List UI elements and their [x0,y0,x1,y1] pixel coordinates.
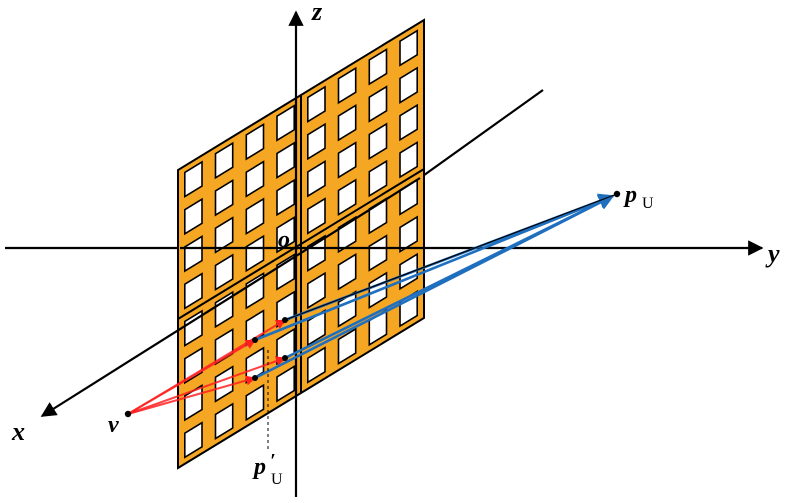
element-point [252,375,258,381]
svg-text:U: U [642,195,654,212]
antenna-element [245,383,265,422]
antenna-element [276,178,296,217]
reflected-ray [284,194,615,360]
antenna-element [399,29,419,67]
svg-text:U: U [271,471,283,488]
svg-text:p: p [623,182,637,208]
x-axis [40,177,421,417]
antenna-element [276,215,296,254]
antenna-element [245,271,265,310]
antenna-element [214,253,234,292]
antenna-element [214,402,234,441]
element-point [252,337,258,343]
point-pU-projection-label: p ′ U [252,450,283,488]
antenna-element [306,85,326,124]
point-v-label: v [108,412,119,438]
antenna-element [276,104,296,142]
antenna-element [337,66,357,105]
antenna-element [245,160,265,198]
y-axis-label: y [765,239,780,268]
antenna-element [214,365,234,403]
antenna-element [184,421,203,459]
antenna-element [184,197,203,236]
point-pU-marker [613,190,621,198]
antenna-element [368,122,388,161]
antenna-element [306,308,326,347]
antenna-element [184,234,203,273]
antenna-element [337,327,357,366]
svg-text:p: p [252,454,266,480]
antenna-element [245,197,265,236]
incident-ray [127,375,256,415]
antenna-element [368,47,388,86]
antenna-element [306,271,326,310]
antenna-element [184,309,203,348]
selected-elements [252,317,288,381]
element-point [282,355,288,361]
antenna-element [245,234,265,273]
antenna-element [214,290,234,329]
reflected-ray [254,194,615,342]
z-axis-label: z [311,0,323,26]
antenna-element [276,141,296,180]
antenna-element [306,234,326,273]
antenna-element [184,160,203,199]
antenna-element [276,364,296,403]
subarray-divider-horizontal [177,168,425,320]
antenna-element [276,253,296,291]
antenna-element [399,66,419,105]
antenna-element [337,141,357,179]
antenna-element [399,215,419,254]
antenna-element [368,85,388,123]
x-axis-back [419,89,544,179]
x-axis-label: x [11,417,25,446]
antenna-element [368,234,388,272]
antenna-element [214,141,234,180]
antenna-element [306,197,326,235]
origin-label: o [278,227,290,253]
reference-ray [284,193,618,321]
antenna-element [306,346,326,384]
svg-text:′: ′ [270,450,276,472]
point-pU-label: p U [623,182,654,212]
element-point [282,317,288,323]
incident-ray [127,319,286,415]
antenna-element [245,122,265,161]
antenna-panel [177,18,425,470]
antenna-element [368,159,388,198]
antenna-element [184,272,203,310]
antenna-element [399,103,419,142]
antenna-element [214,178,234,217]
antenna-element [337,252,357,291]
origin-marker [294,246,298,250]
signal-rays [127,193,618,415]
antenna-element [306,159,326,198]
antenna-element [306,122,326,161]
antenna-element [337,178,357,217]
point-v-marker [124,410,132,418]
incident-ray [127,356,286,415]
antenna-element [399,140,419,179]
antenna-element [214,216,234,254]
antenna-element [337,103,357,142]
